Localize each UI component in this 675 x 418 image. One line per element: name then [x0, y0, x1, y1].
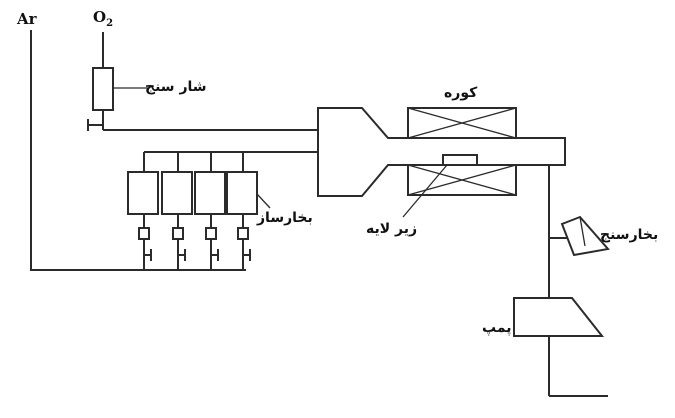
vaporizer-2	[161, 171, 193, 215]
furnace-upper	[407, 107, 517, 139]
vaporizer-2-valve	[172, 227, 184, 240]
flowmeter-box	[92, 67, 114, 111]
substrate-pointer	[402, 164, 448, 218]
furnace-label: کوره	[444, 85, 478, 101]
vaporizer-4-valve	[237, 227, 249, 240]
substrate	[442, 154, 478, 166]
flowmeter-label: شار سنج	[145, 79, 207, 95]
substrate-label: زیر لایه	[366, 221, 418, 237]
argon-line	[30, 30, 246, 271]
vapor-meter	[560, 215, 610, 257]
pump-label: پمپ	[482, 320, 512, 336]
oxygen-label: O2	[93, 10, 113, 29]
vaporizer-1	[127, 171, 159, 215]
oxygen-symbol: O	[93, 8, 107, 26]
pump	[513, 297, 605, 337]
vaporizer-3-valve	[205, 227, 217, 240]
vaporizer-4	[226, 171, 258, 215]
oxygen-subscript: 2	[106, 18, 114, 29]
argon-label: Ar	[17, 10, 37, 28]
vapor-meter-label: بخارسنج	[600, 227, 659, 243]
reactor-tube	[317, 107, 566, 197]
vaporizers-label: بخارساز	[257, 210, 313, 226]
vaporizers-pointer	[256, 193, 271, 209]
vaporizers-group	[127, 152, 258, 270]
vaporizer-1-valve	[138, 227, 150, 240]
vaporizer-3	[194, 171, 226, 215]
